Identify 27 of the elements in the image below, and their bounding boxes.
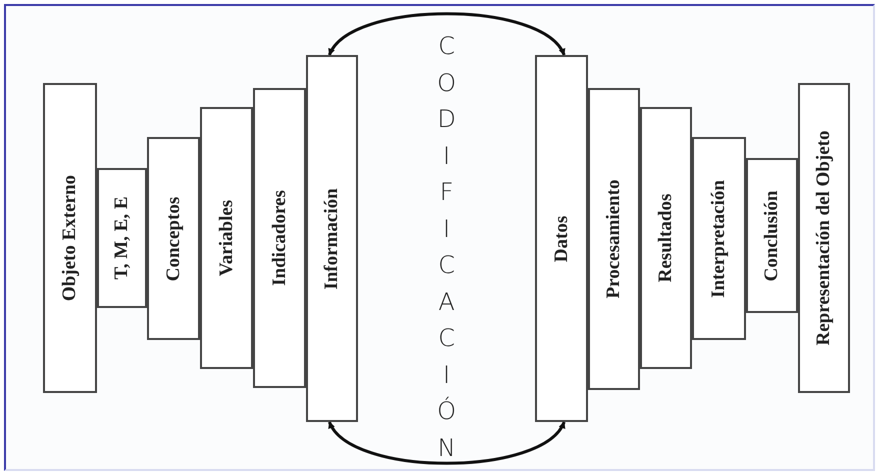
process-box	[253, 88, 306, 388]
box-label: Datos	[550, 215, 572, 262]
process-box	[306, 55, 358, 422]
box-label: Información	[321, 188, 343, 290]
box-label: Conceptos	[162, 196, 184, 281]
box-label: Objeto Externo	[59, 174, 81, 302]
vertical-label: CODIFICACIÓN	[437, 31, 456, 464]
process-box	[640, 107, 692, 369]
process-box	[588, 88, 640, 390]
process-box	[535, 55, 588, 422]
process-box	[97, 168, 147, 308]
process-box	[692, 137, 746, 340]
curved-arrow	[328, 421, 566, 465]
box-label: Procesamiento	[603, 180, 625, 298]
box-label: Variables	[216, 200, 238, 276]
box-label: Interpretación	[708, 180, 730, 298]
process-box	[746, 158, 798, 313]
curved-arrow	[328, 12, 566, 56]
box-label: T, M, E, E	[111, 196, 133, 280]
box-label: Conclusión	[761, 190, 783, 281]
box-label: Resultados	[655, 194, 677, 282]
box-label: Indicadores	[268, 190, 290, 286]
box-label: Representación del Objeto	[813, 130, 835, 346]
process-box	[200, 107, 253, 369]
process-box	[147, 137, 200, 340]
process-box	[43, 83, 97, 393]
process-box	[798, 83, 850, 393]
